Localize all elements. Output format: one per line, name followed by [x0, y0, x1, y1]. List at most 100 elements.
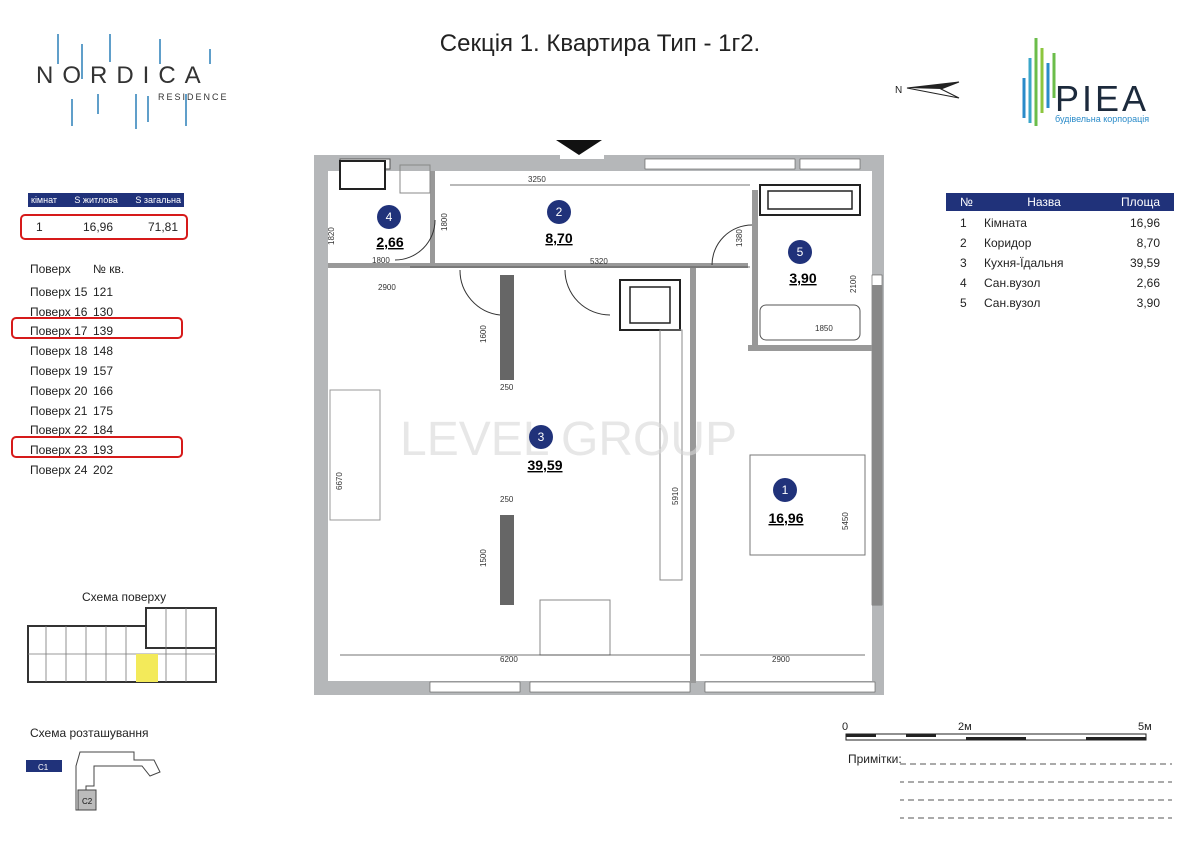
page-title: Секція 1. Квартира Тип - 1г2.: [439, 30, 761, 57]
notes-lines: [900, 763, 1172, 819]
room-num: 5: [960, 296, 967, 310]
dimension-label: 2900: [772, 655, 790, 664]
summary-header-rooms: кімнат: [31, 195, 58, 205]
piea-logo-sub: будівельна корпорація: [1055, 114, 1150, 124]
dimension-label: 1820: [327, 227, 336, 245]
dimension-label: 250: [500, 383, 514, 392]
apt-number: 130: [93, 304, 114, 319]
svg-text:8,70: 8,70: [545, 230, 572, 246]
apt-number: 193: [93, 443, 114, 458]
piea-logo: PIEA: [1055, 78, 1150, 119]
summary-header-living: S житлова: [74, 195, 118, 205]
room-badge-3: 3 39,59: [527, 425, 563, 473]
summary-header-total: S загальна: [135, 195, 181, 205]
dimension-label: 1380: [735, 229, 744, 247]
rooms-header-num: №: [960, 195, 973, 209]
floors-header-apt: № кв.: [93, 262, 125, 276]
floor-label: Поверх 20: [30, 383, 88, 398]
room-name: Сан.вузол: [984, 296, 1041, 310]
dimension-label: 1800: [440, 213, 449, 231]
dimension-label: 1600: [479, 325, 488, 343]
room-badge-5: 5 3,90: [788, 240, 817, 286]
dimension-label: 2100: [849, 275, 858, 293]
scale-bar: 0 2м 5м: [842, 721, 1152, 741]
dimension-label: 1800: [372, 256, 390, 265]
location-scheme-label: Схема розташування: [30, 726, 149, 740]
svg-text:3,90: 3,90: [789, 270, 816, 286]
notes-label: Примітки:: [848, 752, 902, 766]
room-name: Кухня-Їдальня: [984, 256, 1064, 270]
dimension-label: 2900: [378, 283, 396, 292]
summary-total-area: 71,81: [147, 220, 178, 234]
summary-row: 1 16,96 71,81: [20, 214, 188, 240]
svg-text:4: 4: [386, 210, 393, 224]
dimension-label: 1850: [815, 324, 833, 333]
dimension-label: 1500: [479, 549, 488, 567]
floor-label: Поверх 15: [30, 284, 88, 299]
dimension-label: 6200: [500, 655, 518, 664]
dimension-label: 5450: [841, 512, 850, 530]
floor-scheme-label: Схема поверху: [82, 590, 167, 604]
piea-logo-icon: [1022, 38, 1056, 126]
svg-text:3: 3: [538, 430, 545, 444]
svg-text:N: N: [895, 85, 902, 96]
room-badge-1: 1 16,96: [768, 478, 804, 526]
floor-label: Поверх 22: [30, 423, 88, 438]
dimension-label: 3250: [528, 175, 546, 184]
room-name: Сан.вузол: [984, 276, 1041, 290]
dimension-label: 5320: [590, 257, 608, 266]
apt-number: 121: [93, 284, 114, 299]
room-num: 4: [960, 276, 967, 290]
north-arrow-icon: N: [895, 81, 960, 99]
room-area: 8,70: [1136, 236, 1160, 250]
rooms-header-name: Назва: [1027, 195, 1061, 209]
svg-text:2: 2: [556, 205, 563, 219]
location-tag: C1: [38, 763, 49, 772]
room-badge-2: 2 8,70: [545, 200, 573, 246]
svg-text:5: 5: [797, 245, 804, 259]
nordica-logo: NORDICA: [36, 62, 210, 89]
room-num: 1: [960, 216, 967, 230]
room-area: 3,90: [1136, 296, 1160, 310]
floor-plan: 3250 1820 1800 1800 5320 1380 2100 2900 …: [314, 140, 884, 695]
svg-text:1: 1: [782, 483, 789, 497]
room-num: 2: [960, 236, 967, 250]
dimension-label: 250: [500, 495, 514, 504]
apt-number: 166: [93, 383, 114, 398]
floor-label: Поверх 16: [30, 304, 88, 319]
room-num: 3: [960, 256, 967, 270]
nordica-logo-lines: [57, 34, 211, 129]
room-badge-4: 4 2,66: [376, 205, 404, 250]
scale-tick: 5м: [1138, 721, 1152, 733]
apt-number: 148: [93, 344, 114, 359]
apt-number: 184: [93, 423, 114, 438]
apt-number: 175: [93, 403, 114, 418]
summary-living-area: 16,96: [82, 220, 114, 234]
apt-number: 157: [93, 363, 114, 378]
entrance-arrow-icon: [556, 140, 602, 155]
location-tag: C2: [82, 797, 93, 806]
floor-highlight: [11, 317, 183, 339]
dimension-label: 6670: [335, 472, 344, 490]
room-area: 2,66: [1136, 276, 1160, 290]
apartment-highlight: [136, 654, 158, 682]
scale-tick: 0: [842, 721, 848, 733]
room-name: Коридор: [984, 236, 1032, 250]
summary-rooms: 1: [36, 220, 43, 234]
floor-label: Поверх 24: [30, 462, 88, 477]
room-area: 39,59: [1129, 256, 1160, 270]
floor-scheme: [27, 607, 217, 683]
room-name: Кімната: [984, 216, 1027, 230]
scale-tick: 2м: [958, 721, 972, 733]
location-scheme: C1 C2: [26, 751, 161, 811]
floor-label: Поверх 18: [30, 344, 88, 359]
floor-label: Поверх 23: [30, 443, 88, 458]
floor-label: Поверх 19: [30, 363, 88, 378]
rooms-header-area: Площа: [1121, 195, 1160, 209]
svg-text:2,66: 2,66: [376, 234, 403, 250]
floor-label: Поверх 21: [30, 403, 88, 418]
summary-table: кімнат S житлова S загальна: [28, 193, 184, 207]
watermark: LEVEL GROUP: [400, 413, 737, 466]
